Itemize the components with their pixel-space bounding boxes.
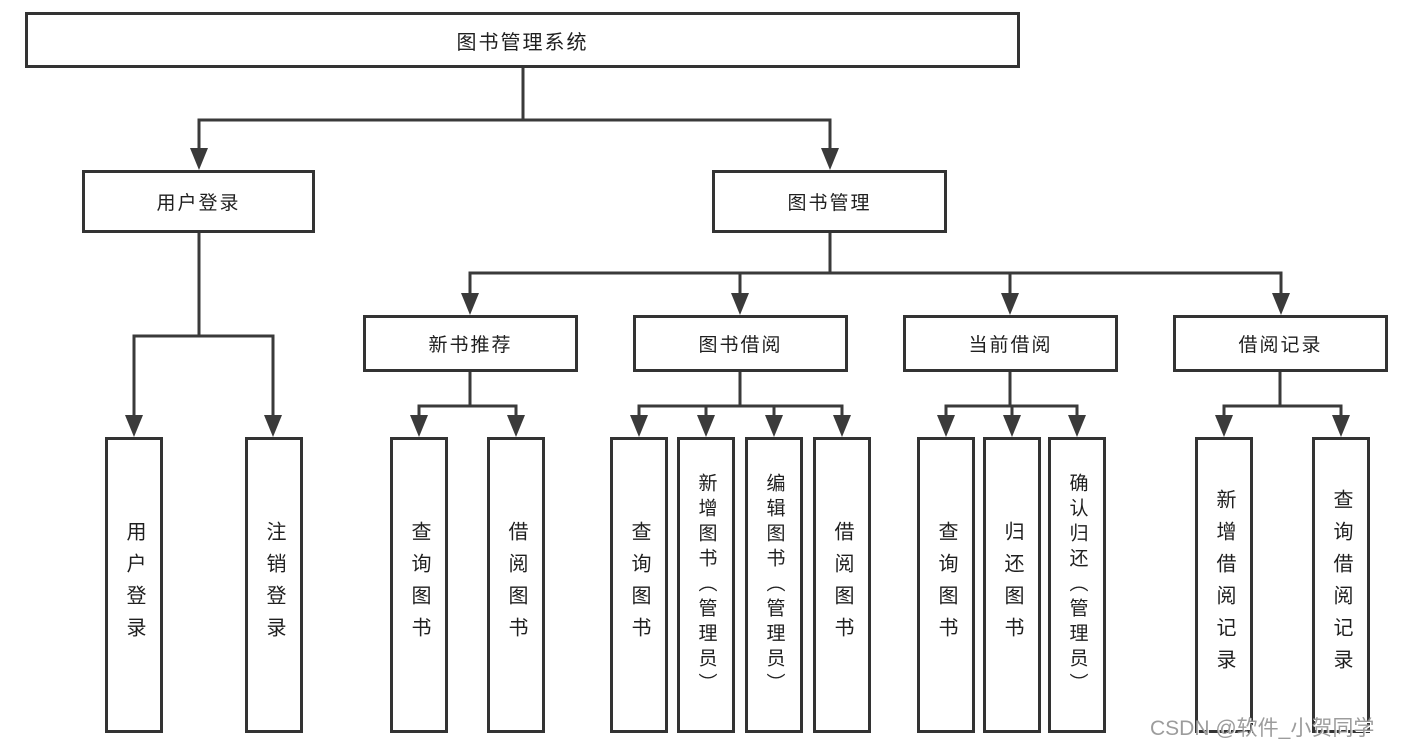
leaf-label: 用户登录 — [123, 521, 145, 649]
leaf-logout: 注销登录 — [245, 437, 303, 733]
node-user-login-label: 用户登录 — [156, 193, 241, 214]
leaf-query-books-2: 查询图书 — [610, 437, 668, 733]
leaf-label: 注销登录 — [263, 521, 285, 649]
node-current-borrow-label: 当前借阅 — [968, 335, 1053, 356]
edge-new-book-rec-to-leaves — [410, 370, 525, 437]
leaf-confirm-return-admin: 确认归还（管理员） — [1048, 437, 1106, 733]
leaf-label: 新增借阅记录 — [1213, 489, 1235, 681]
node-borrow-records-label: 借阅记录 — [1238, 335, 1323, 356]
node-book-management: 图书管理 — [712, 170, 947, 233]
leaf-borrow-books-2: 借阅图书 — [813, 437, 871, 733]
node-borrow-records: 借阅记录 — [1173, 315, 1388, 372]
node-book-borrow: 图书借阅 — [633, 315, 848, 372]
leaf-query-books-3: 查询图书 — [917, 437, 975, 733]
edge-book-mgmt-to-level3 — [461, 231, 1290, 315]
leaf-return-books: 归还图书 — [983, 437, 1041, 733]
node-user-login: 用户登录 — [82, 170, 315, 233]
node-new-book-recommend-label: 新书推荐 — [428, 335, 513, 356]
node-book-borrow-label: 图书借阅 — [698, 335, 783, 356]
edge-current-borrow-to-leaves — [937, 370, 1086, 437]
node-new-book-recommend: 新书推荐 — [363, 315, 578, 372]
edge-book-borrow-to-leaves — [630, 370, 851, 437]
node-book-management-label: 图书管理 — [787, 193, 872, 214]
leaf-label: 查询借阅记录 — [1330, 489, 1352, 681]
leaf-label: 确认归还（管理员） — [1066, 472, 1088, 698]
leaf-label: 查询图书 — [408, 521, 430, 649]
leaf-label: 借阅图书 — [831, 521, 853, 649]
node-root-label: 图书管理系统 — [456, 31, 589, 54]
leaf-user-login: 用户登录 — [105, 437, 163, 733]
leaf-label: 借阅图书 — [505, 521, 527, 649]
leaf-label: 新增图书（管理员） — [695, 472, 717, 698]
edge-user-login-to-leaves — [125, 231, 282, 437]
leaf-label: 编辑图书（管理员） — [763, 472, 785, 698]
node-root: 图书管理系统 — [25, 12, 1020, 68]
node-current-borrow: 当前借阅 — [903, 315, 1118, 372]
leaf-label: 查询图书 — [628, 521, 650, 649]
leaf-borrow-books-1: 借阅图书 — [487, 437, 545, 733]
leaf-add-borrow-record: 新增借阅记录 — [1195, 437, 1253, 733]
csdn-watermark: CSDN @软件_小贺同学 — [1150, 717, 1375, 740]
leaf-add-book-admin: 新增图书（管理员） — [677, 437, 735, 733]
leaf-query-books-1: 查询图书 — [390, 437, 448, 733]
leaf-query-borrow-record: 查询借阅记录 — [1312, 437, 1370, 733]
leaf-edit-book-admin: 编辑图书（管理员） — [745, 437, 803, 733]
leaf-label: 归还图书 — [1001, 521, 1023, 649]
edge-root-to-level2 — [190, 66, 839, 170]
leaf-label: 查询图书 — [935, 521, 957, 649]
edge-borrow-records-to-leaves — [1215, 370, 1350, 437]
